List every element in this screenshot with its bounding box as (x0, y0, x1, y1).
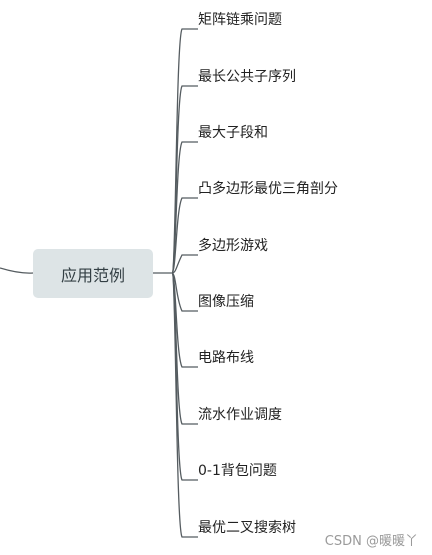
incoming-connector (0, 267, 34, 274)
branch-item[interactable]: 矩阵链乘问题 (198, 12, 282, 28)
branch-item[interactable]: 最优二叉搜索树 (198, 520, 296, 536)
branch-item[interactable]: 最长公共子序列 (198, 69, 296, 85)
root-node-label: 应用范例 (60, 265, 125, 285)
branch-item[interactable]: 凸多边形最优三角剖分 (198, 181, 338, 197)
root-node-application-examples[interactable]: 应用范例 (33, 249, 153, 298)
branch-item[interactable]: 最大子段和 (198, 125, 268, 141)
branch-item[interactable]: 图像压缩 (198, 294, 254, 310)
branch-connector (171, 254, 198, 274)
branch-item[interactable]: 电路布线 (198, 350, 254, 366)
branch-item[interactable]: 0-1背包问题 (198, 463, 277, 479)
watermark: CSDN @暖暖丫 (324, 534, 418, 549)
branch-connector (171, 197, 198, 274)
branch-connector (171, 272, 198, 538)
branch-item[interactable]: 流水作业调度 (198, 407, 282, 423)
branch-item[interactable]: 多边形游戏 (198, 238, 268, 254)
